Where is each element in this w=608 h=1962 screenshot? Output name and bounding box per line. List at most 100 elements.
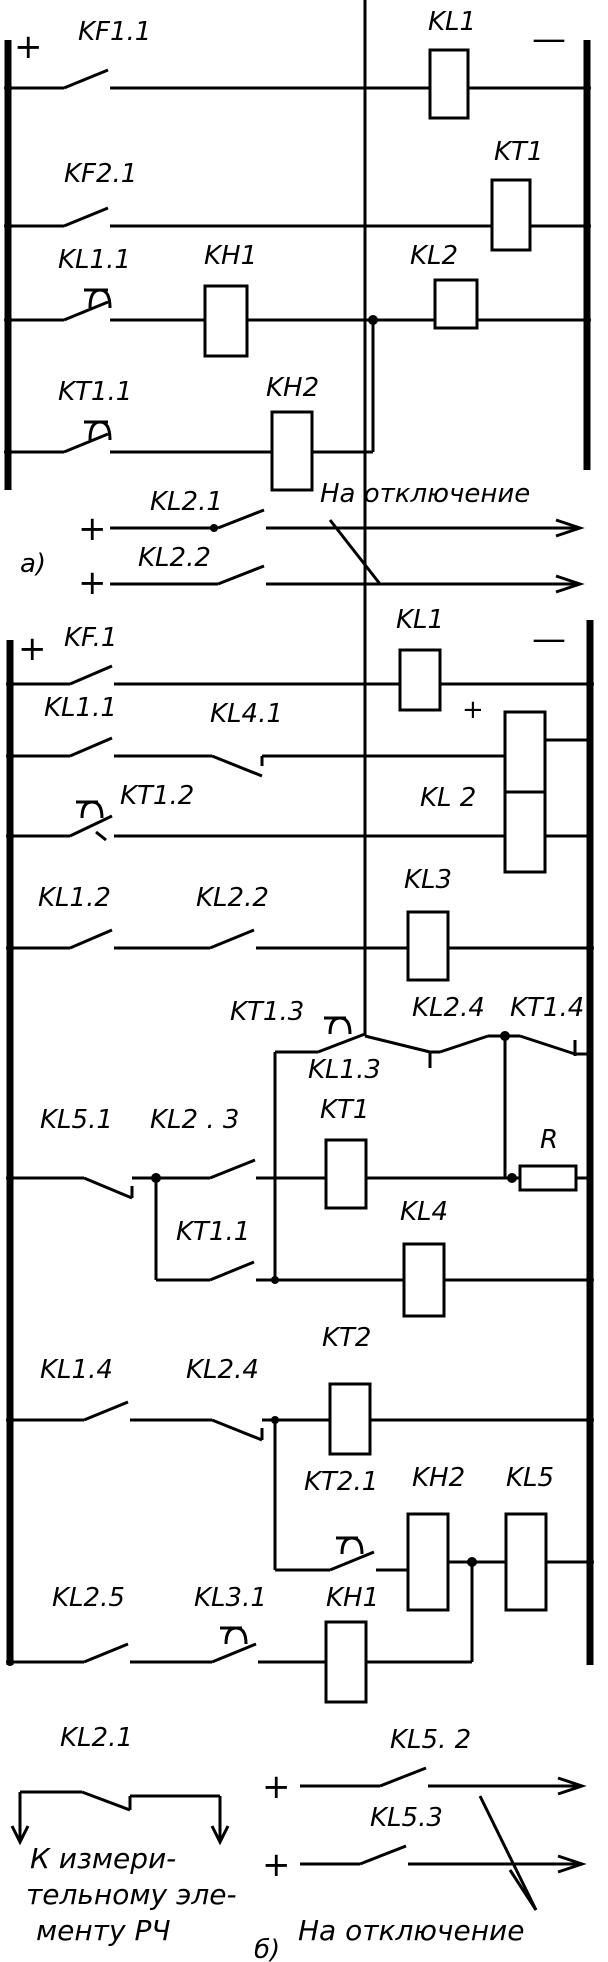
coil-kl4 (402, 1242, 446, 1318)
trip-lines-a: + KL2.1 + KL2.2 На отключение а) (20, 479, 585, 603)
diagram-b: + — KF.1 KL1 KL1.1 KL4.1 + (6, 0, 594, 1962)
row-a4: KT1.1 KH2 (4, 320, 375, 492)
contact-kl11-a (63, 300, 109, 322)
minus-sign-b: — (532, 619, 566, 659)
label-kl1-b: KL1 (396, 605, 444, 635)
row-b5: KL5.1 KL2 . 3 KT1 R (6, 1095, 590, 1210)
coil-kl1-a (428, 48, 470, 120)
contact-kl31 (211, 1642, 257, 1664)
row-b3: KT1.2 KL 2 (6, 781, 505, 842)
caption-b: б) (254, 1935, 280, 1962)
label-kl4: KL4 (400, 1197, 448, 1227)
row-b7: KL1.4 KL2.4 KT2 (6, 1323, 594, 1456)
trip-lines-b: + KL5. 2 + KL5.3 На отключение б) (254, 1725, 587, 1962)
plus-kl52: + (262, 1767, 291, 1807)
label-kf21: KF2.1 (64, 159, 137, 189)
row-b1: KF.1 KL1 (6, 605, 594, 712)
label-kt13: KT1.3 (230, 997, 304, 1027)
timer-network: KT1.3 KL2.4 KT1.4 KL1.3 (230, 0, 590, 1190)
label-kl22-a: KL2.2 (138, 543, 211, 573)
contact-kl24-b (439, 1034, 489, 1054)
label-kl21-b: KL2.1 (60, 1723, 133, 1753)
label-kt1-b: KT1 (320, 1095, 369, 1125)
contact-kl21-a (217, 508, 265, 530)
row-a3: KL1.1 KH1 KL2 (4, 241, 591, 358)
coil-kt1-b (324, 1138, 368, 1210)
label-kl24-b: KL2.4 (412, 993, 485, 1023)
row-b4: KL1.2 KL2.2 KL3 (6, 865, 594, 982)
diagram-a: + — KF1.1 KL1 KF2.1 KT1 (4, 7, 591, 603)
label-kh2-a: KH2 (266, 373, 319, 403)
contact-kl41 (211, 754, 263, 778)
label-kl13: KL1.3 (308, 1055, 381, 1085)
measuring-branch: KL2.1 К измери- тельному эле- менту РЧ (10, 1723, 237, 1947)
label-kf11: KF1.1 (78, 17, 151, 47)
caption-a: а) (20, 549, 46, 579)
label-kl12: KL1.2 (38, 883, 111, 913)
label-kl51: KL5.1 (40, 1105, 113, 1135)
label-kl22-b: KL2.2 (196, 883, 269, 913)
row-b9: KL2.5 KL3.1 KH1 (6, 1562, 474, 1704)
label-kl3: KL3 (404, 865, 452, 895)
label-kl31: KL3.1 (194, 1583, 267, 1613)
contact-kl11-b (69, 736, 113, 758)
coil-kh1-b (324, 1620, 368, 1704)
label-kl21-a: KL2.1 (150, 487, 223, 517)
resistor-r (518, 1164, 578, 1192)
plus-kl21-a: + (78, 509, 107, 549)
label-kl11-b: KL1.1 (44, 693, 117, 723)
coil-kh1-a (203, 284, 249, 358)
label-kt11-b: KT1.1 (176, 1217, 250, 1247)
coil-kh2-a (270, 410, 314, 492)
label-kl2-a: KL2 (410, 241, 458, 271)
contact-kl52 (379, 1766, 427, 1788)
plus-sign-a: + (14, 27, 43, 67)
meas-line-3: менту РЧ (36, 1914, 171, 1947)
contact-kl14 (83, 1400, 129, 1422)
label-kl23: KL2 . 3 (150, 1105, 239, 1135)
row-a2: KF2.1 KT1 (4, 137, 591, 252)
label-kh1-a: KH1 (204, 241, 257, 271)
label-kl14: KL1.4 (40, 1355, 113, 1385)
contact-kl21-b (81, 1790, 131, 1812)
plus-kl2-b: + (462, 695, 484, 725)
coil-kl2-a (433, 278, 479, 330)
row-b8: KT2.1 KH2 KL5 (273, 1420, 594, 1612)
label-kl11-a: KL1.1 (58, 245, 131, 275)
coil-kh2-b (406, 1512, 450, 1612)
plus-sign-b: + (18, 629, 47, 669)
contact-kl24b (211, 1418, 263, 1442)
plus-kl53: + (262, 1845, 291, 1885)
label-trip-a: На отключение (320, 479, 530, 509)
label-kl41: KL4.1 (210, 699, 283, 729)
coil-kl3 (406, 910, 450, 982)
contact-kl51 (83, 1176, 133, 1200)
contact-kl12 (69, 928, 113, 950)
label-kl24b: KL2.4 (186, 1355, 259, 1385)
contact-kt13 (317, 1032, 366, 1054)
label-kh1-b: KH1 (326, 1583, 379, 1613)
label-kt1-a: KT1 (494, 137, 543, 167)
contact-kl25 (83, 1642, 129, 1664)
row-b6: KT1.1 KL4 (154, 1178, 594, 1318)
contact-kt14 (519, 1034, 576, 1056)
contact-kf21 (63, 206, 109, 228)
label-kl2-b: KL 2 (420, 783, 476, 813)
plus-kl22-a: + (78, 563, 107, 603)
label-kl53: KL5.3 (370, 1803, 443, 1833)
label-kl52: KL5. 2 (390, 1725, 471, 1755)
label-r: R (540, 1125, 558, 1155)
label-kt14: KT1.4 (510, 993, 584, 1023)
coil-kt2 (328, 1382, 372, 1456)
contact-kl53 (359, 1844, 407, 1866)
minus-sign-a: — (532, 19, 566, 59)
meas-line-1: К измери- (30, 1842, 176, 1875)
contact-kt21 (329, 1550, 375, 1572)
label-kt21: KT2.1 (304, 1467, 378, 1497)
coil-kl5 (504, 1512, 548, 1612)
contact-kl23 (209, 1158, 256, 1180)
label-kh2-b: KH2 (412, 1463, 465, 1493)
contact-kt11-b (209, 1260, 255, 1282)
contact-kt12 (69, 814, 113, 838)
